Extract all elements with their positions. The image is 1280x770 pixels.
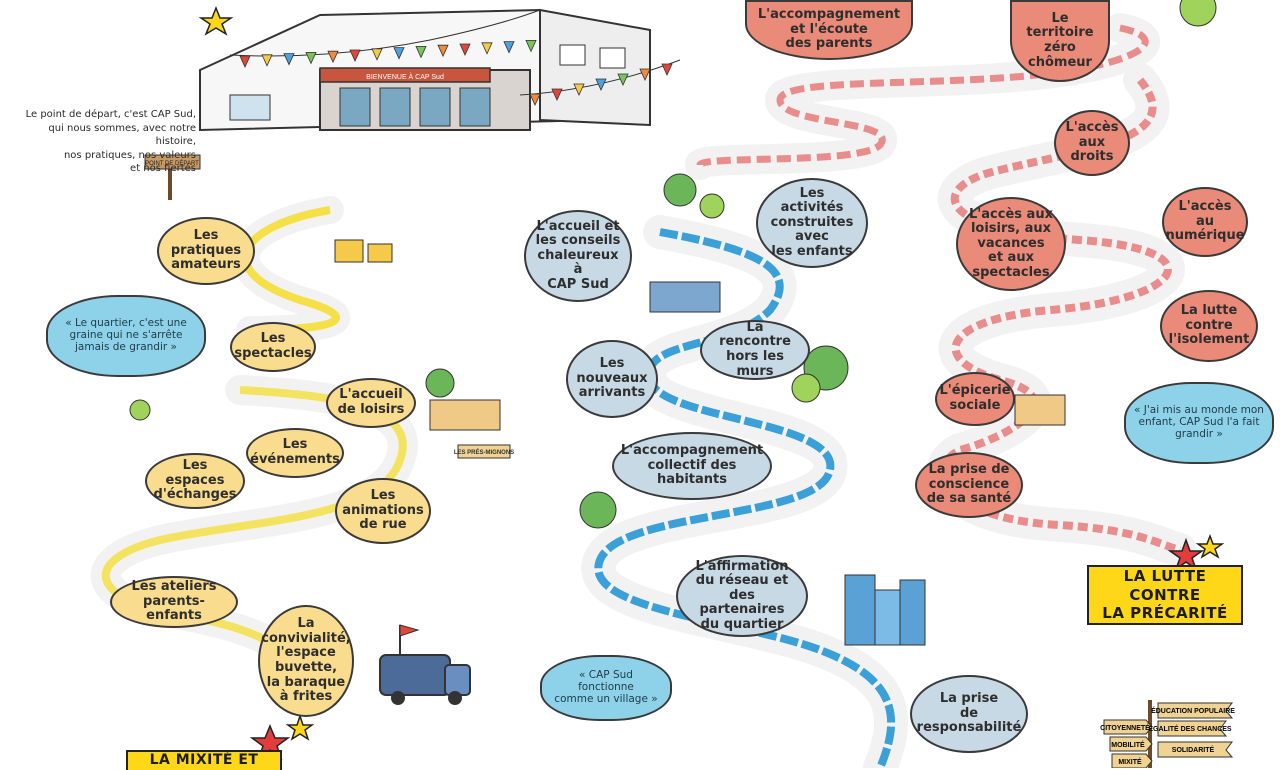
bunting-flag [525, 40, 537, 53]
bubble-nouveaux-arrivants: Les nouveaux arrivants [566, 340, 658, 418]
blue-road [581, 215, 909, 768]
bunting-flag [661, 63, 673, 76]
bunting-flag [551, 88, 563, 101]
star-icon [1167, 537, 1205, 571]
bunting-flag [503, 41, 515, 54]
start-signpost [144, 154, 201, 200]
pres-mignons-sign-board [457, 444, 511, 459]
bunting-flag [437, 44, 449, 58]
signpost-right-3: SOLIDARITÉ [1172, 745, 1215, 754]
trees-decoration [129, 0, 1217, 529]
bunting-flag [595, 78, 607, 91]
bubble-accueil-loisirs: L'accueil de loisirs [326, 378, 416, 428]
bubble-lutte-isolement: La lutte contre l'isolement [1160, 290, 1258, 362]
bunting-flag [639, 68, 651, 81]
bunting-flag [327, 50, 339, 64]
bunting-flag [305, 52, 317, 65]
bubble-epicerie-sociale: L'épicerie sociale [935, 372, 1015, 426]
star-icon [198, 5, 234, 36]
welcome-banner-text: BIENVENUE À CAP Sud [366, 72, 444, 81]
start-sign-text: POINT DE DÉPART [145, 160, 199, 167]
bubble-acces-numerique: L'accès au numérique [1162, 187, 1248, 257]
star-icon [1195, 533, 1225, 559]
bubble-affirmation-reseau: L'affirmation du réseau et des partenair… [676, 555, 808, 637]
houses-decoration [334, 239, 1066, 431]
sign-lutte-precarite: LA LUTTE CONTRE LA PRÉCARITÉ [1087, 565, 1243, 625]
star-icon [285, 713, 315, 741]
bunting-flag [261, 54, 273, 67]
bubble-convivialite: La convivialité, l'espace buvette, la ba… [258, 605, 354, 717]
bubble-espaces-echanges: Les espaces d'échanges [145, 453, 245, 509]
bubble-spectacles: Les spectacles [230, 322, 316, 372]
bubble-pratiques-amateurs: Les pratiques amateurs [157, 217, 255, 285]
bubble-accueil-conseils: L'accueil et les conseils chaleureux à C… [524, 210, 632, 302]
bubble-accompagnement-collectif: L'accompagnement collectif des habitants [612, 432, 772, 500]
bunting-flag [481, 42, 493, 55]
values-signpost [1103, 700, 1234, 768]
signpost-left-3: MIXITÉ [1118, 757, 1142, 766]
bubble-rencontre-hors-murs: La rencontre hors les murs [700, 320, 810, 380]
signpost-left-2: MOBILITÉ [1111, 740, 1145, 749]
bubble-acces-loisirs: L'accès aux loisirs, aux vacances et aux… [956, 197, 1066, 291]
bubble-acces-droits: L'accès aux droits [1054, 110, 1130, 176]
food-truck [379, 624, 471, 705]
bunting-flag [283, 53, 295, 66]
bubble-activites-enfants: Les activités construites avec les enfan… [756, 178, 868, 268]
bunting-flag [415, 46, 427, 59]
sign-mixite: LA MIXITÉ ET [126, 750, 282, 770]
quote-enfant: « J'ai mis au monde mon enfant, CAP Sud … [1124, 382, 1274, 464]
bubble-prise-conscience-sante: La prise de conscience de sa santé [915, 452, 1023, 518]
bunting-flag [529, 93, 541, 106]
towers-decoration [844, 574, 926, 646]
bunting-flag [459, 43, 471, 56]
bunting-flag [617, 73, 629, 86]
bunting-flag [239, 55, 251, 68]
signpost-right-1: ÉDUCATION POPULAIRE [1151, 706, 1235, 715]
quote-village: « CAP Sud fonctionne comme un village » [540, 655, 672, 721]
bubble-prise-responsabilite: La prise de responsabilité [910, 675, 1028, 753]
bubble-animations-rue: Les animations de rue [335, 478, 431, 544]
cap-sud-building [199, 8, 681, 132]
signpost-left-1: CITOYENNETÉ [1100, 723, 1150, 732]
pres-mignons-sign-text: LES PRÉS-MIGNONS [454, 448, 514, 456]
quote-quartier: « Le quartier, c'est une graine qui ne s… [46, 295, 206, 377]
intro-text: Le point de départ, c'est CAP Sud, qui n… [25, 109, 196, 174]
bubble-ateliers-parents-enfants: Les ateliers parents-enfants [110, 576, 238, 628]
bubble-evenements: Les événements [246, 428, 344, 478]
bunting-flag [393, 47, 405, 60]
bunting-flag [349, 49, 361, 62]
bunting-flag [573, 83, 585, 96]
bubble-territoire-zero-chomeur: Le territoire zéro chômeur [1010, 0, 1110, 82]
signpost-right-2: ÉGALITÉ DES CHANCES [1148, 724, 1232, 733]
bubble-accompagnement-parents: L'accompagnement et l'écoute des parents [745, 0, 913, 60]
bunting-flag [371, 48, 383, 61]
